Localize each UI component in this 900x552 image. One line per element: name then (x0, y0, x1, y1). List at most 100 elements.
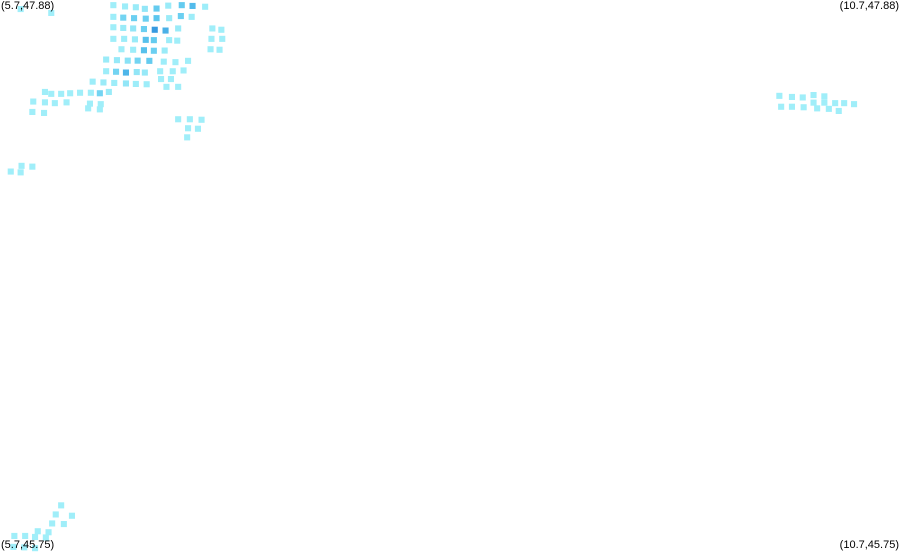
heatmap-cell (122, 80, 129, 87)
heatmap-cell (207, 46, 214, 53)
heatmap-cell (45, 529, 52, 536)
heatmap-cell (209, 25, 216, 32)
heatmap-cell (169, 68, 176, 75)
corner-label-bottom-left: (5.7,45.75) (1, 539, 55, 551)
heatmap-cell (105, 88, 112, 95)
heatmap-cell (7, 168, 14, 175)
heatmap-cell (165, 2, 172, 9)
heatmap-cell (134, 57, 141, 64)
heatmap-cell (163, 83, 170, 90)
heatmap-cell (178, 2, 185, 9)
heatmap-cell (110, 2, 117, 9)
heatmap-cell (120, 24, 127, 31)
heatmap-cell (810, 92, 817, 99)
heatmap-cell (194, 125, 201, 132)
heatmap-cell (140, 47, 147, 54)
heatmap-cell (60, 521, 67, 528)
heatmap-cell (208, 35, 215, 42)
heatmap-cell (48, 9, 55, 16)
heatmap-cell (189, 2, 196, 9)
heatmap-cell (17, 169, 24, 176)
heatmap-cell (110, 13, 117, 20)
heatmap-cell (157, 68, 164, 75)
heatmap-cell (41, 109, 48, 116)
heatmap-cell (185, 57, 192, 64)
heatmap-cell (87, 89, 94, 96)
heatmap-cell (776, 92, 783, 99)
heatmap-cell (32, 545, 39, 552)
heatmap-cell (825, 105, 832, 112)
heatmap-cell (143, 81, 150, 88)
heatmap-cell (814, 105, 821, 112)
heatmap-cell (103, 68, 110, 75)
heatmap-cell (180, 67, 187, 74)
heatmap-cell (96, 106, 103, 113)
heatmap-cell (52, 511, 59, 518)
heatmap-cell (141, 5, 148, 12)
heatmap-cell (788, 93, 795, 100)
heatmap-cell (177, 13, 184, 20)
heatmap-cell (188, 13, 195, 20)
heatmap-cell (49, 520, 56, 527)
heatmap-cell (151, 26, 158, 33)
heatmap-cell (34, 528, 41, 535)
heatmap-cell (202, 3, 209, 10)
heatmap-cell (835, 107, 842, 114)
heatmap-cell (32, 533, 39, 540)
heatmap-cell (184, 134, 191, 141)
heatmap-cell (161, 47, 168, 54)
heatmap-cell (29, 163, 36, 170)
heatmap-cell (218, 26, 225, 33)
heatmap-cell (162, 27, 169, 34)
heatmap-cell (130, 25, 137, 32)
heatmap-cell (166, 37, 173, 44)
heatmap-cell (100, 79, 107, 86)
heatmap-cell (158, 76, 165, 83)
heatmap-cell (51, 100, 58, 107)
heatmap-cell (63, 99, 70, 106)
heatmap-cell (832, 100, 839, 107)
heatmap-cell (132, 4, 139, 11)
heatmap-cell (85, 105, 92, 112)
heatmap-cell (142, 36, 149, 43)
heatmap-cell (113, 57, 120, 64)
heatmap-cell (175, 25, 182, 32)
heatmap-cell (132, 80, 139, 87)
heatmap-cell (140, 26, 147, 33)
heatmap-cell (788, 103, 795, 110)
heatmap-cell (851, 101, 858, 108)
heatmap-cell (58, 502, 65, 509)
heatmap-cell (142, 15, 149, 22)
heatmap-cell (800, 104, 807, 111)
heatmap-cell (111, 79, 118, 86)
heatmap-cell (42, 534, 49, 541)
heatmap-cell (48, 90, 55, 97)
heatmap-cell (131, 36, 138, 43)
heatmap-cell (113, 68, 120, 75)
heatmap-cell (175, 116, 182, 123)
heatmap-cell (150, 47, 157, 54)
heatmap-cell (120, 14, 127, 21)
heatmap-cell (166, 15, 173, 22)
corner-label-bottom-right: (10.7,45.75) (839, 539, 899, 551)
heatmap-cell (141, 69, 148, 76)
heatmap-cell (96, 90, 103, 97)
heatmap-cell (122, 69, 129, 76)
heatmap-cell (41, 88, 48, 95)
heatmap-cell (89, 78, 96, 85)
heatmap-cell (146, 57, 153, 64)
heatmap-cell (41, 99, 48, 106)
heatmap-cell (216, 46, 223, 53)
corner-label-top-right: (10.7,47.88) (839, 0, 899, 12)
heatmap-cell (219, 35, 226, 42)
heatmap-cell (130, 46, 137, 53)
heatmap-cell (110, 24, 117, 31)
heatmap-cell (131, 15, 138, 22)
heatmap-cell (121, 35, 128, 42)
heatmap-cell (821, 93, 828, 100)
heatmap-cell (103, 56, 110, 63)
heatmap-cell (153, 5, 160, 12)
heatmap-cell (97, 101, 104, 108)
corner-label-top-left: (5.7,47.88) (1, 0, 55, 12)
